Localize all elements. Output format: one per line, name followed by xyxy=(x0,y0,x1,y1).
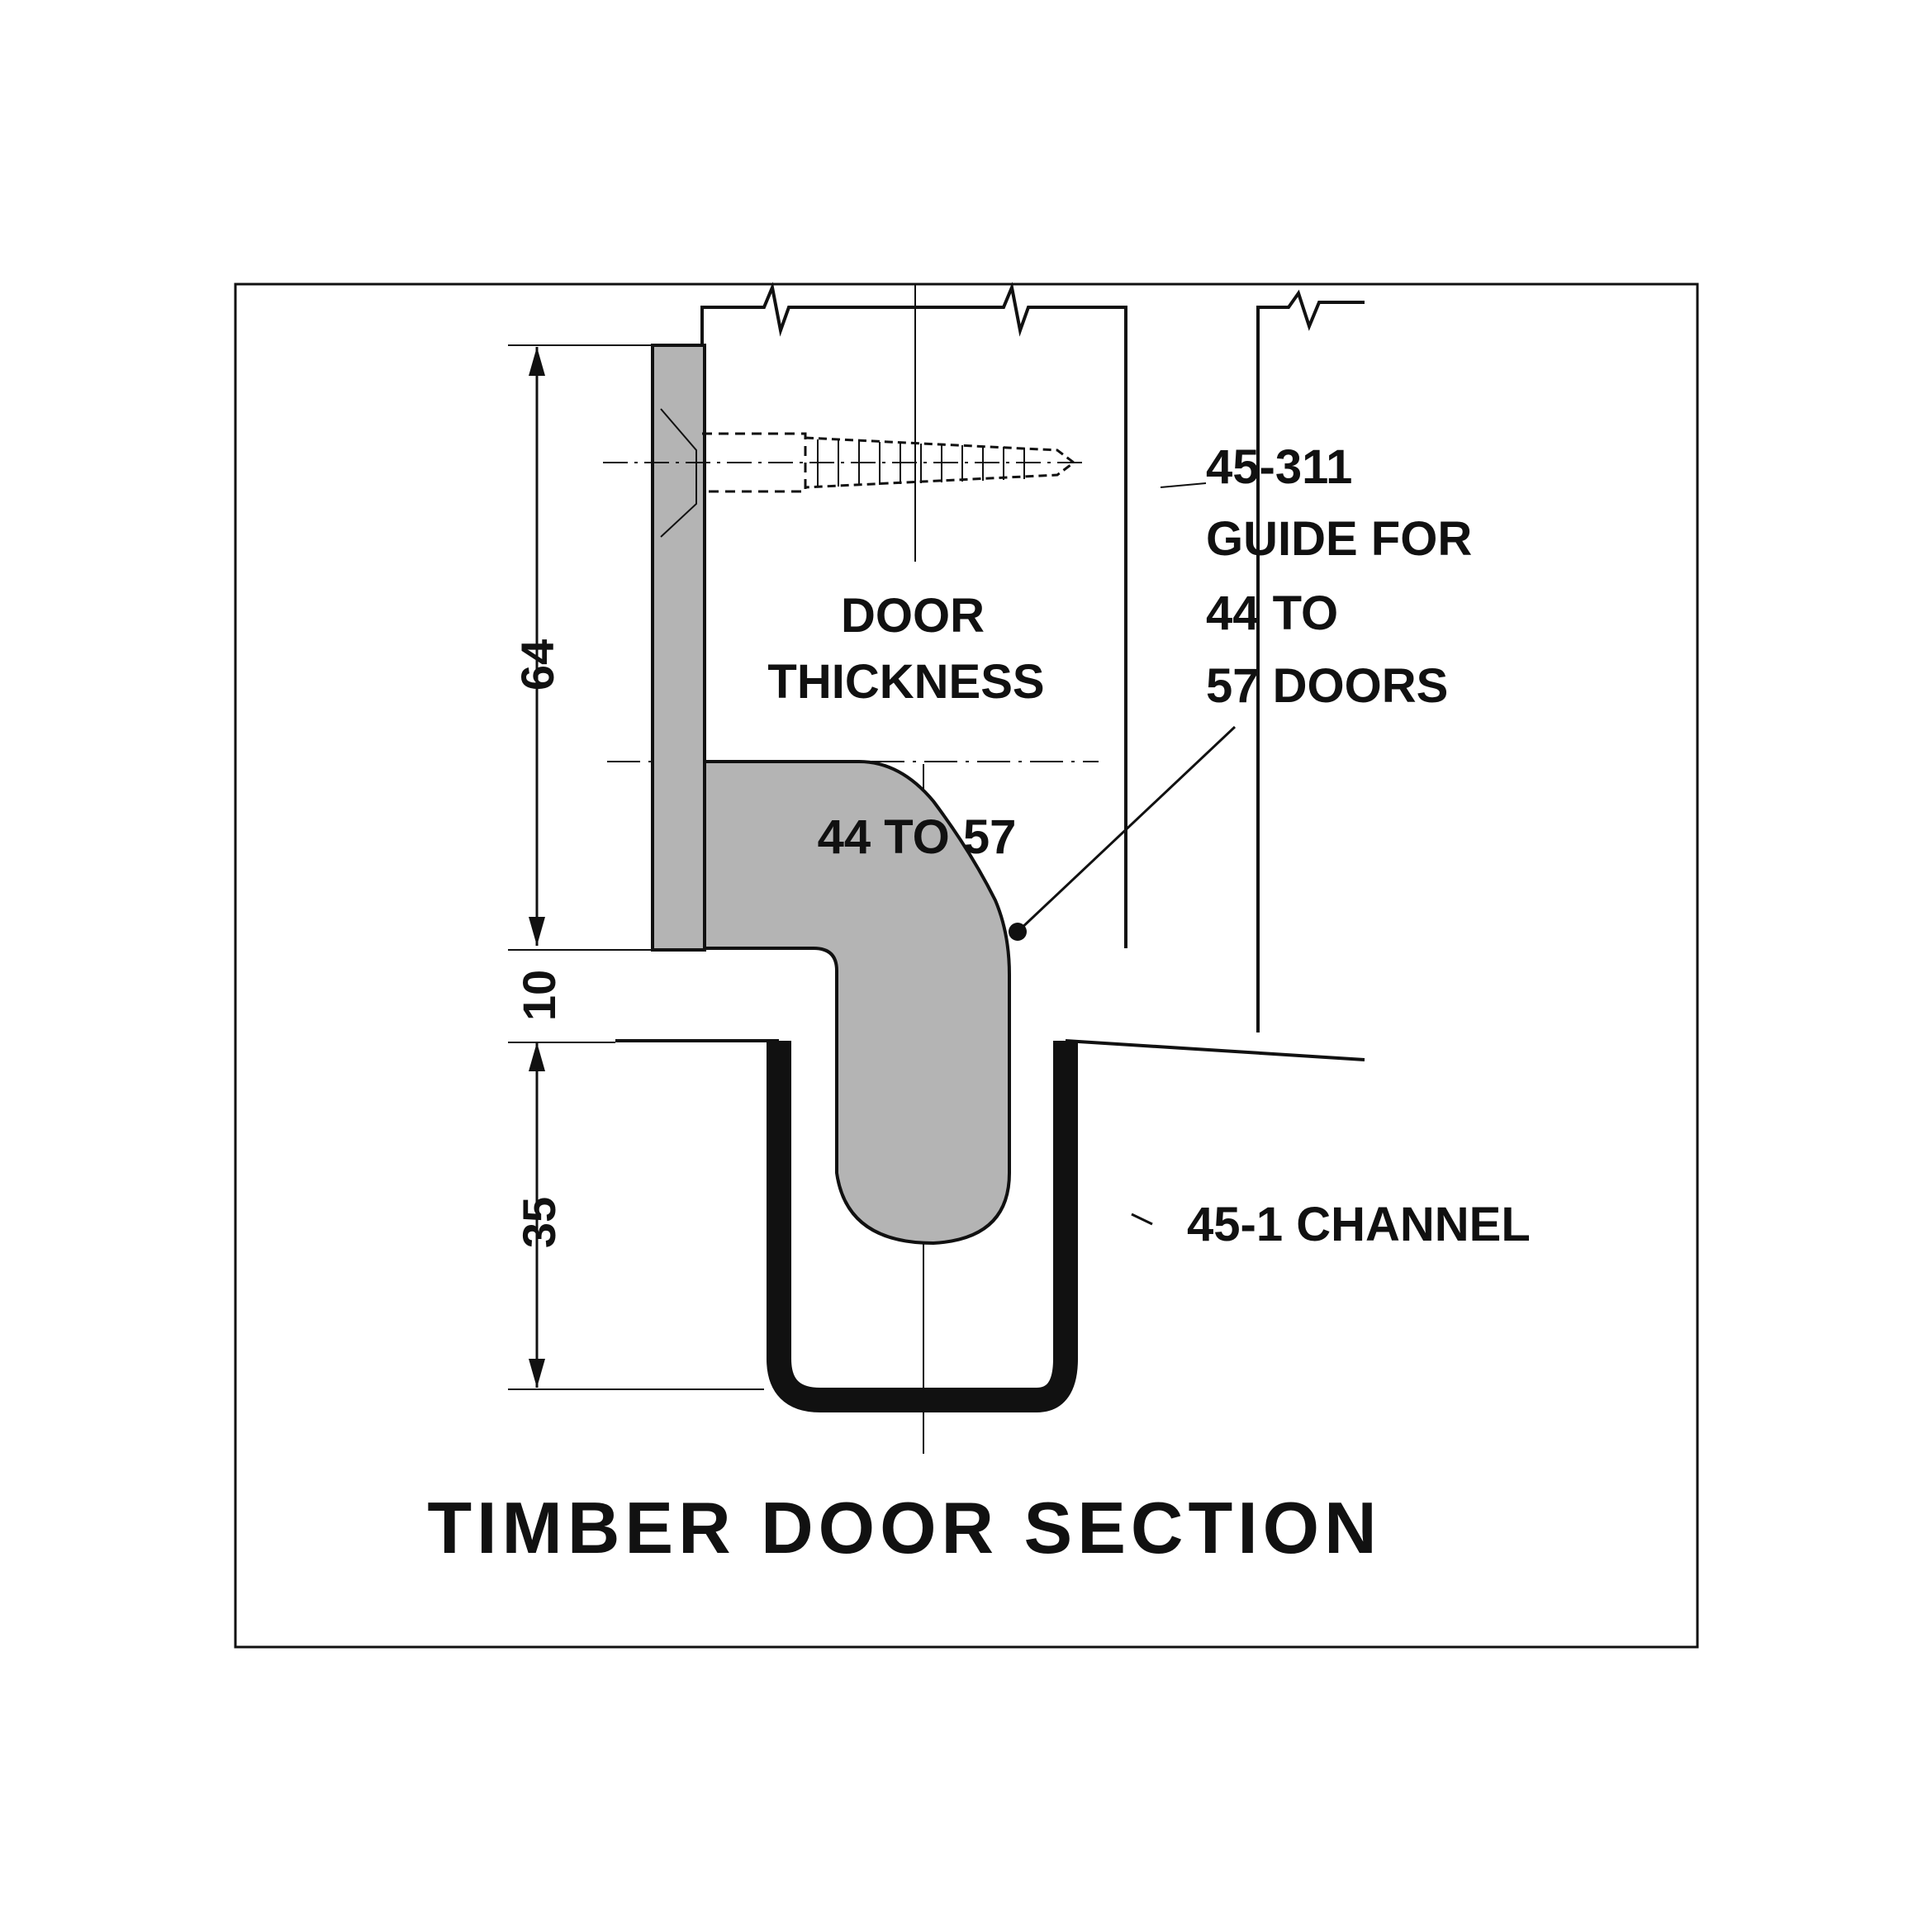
diagram-title: TIMBER DOOR SECTION xyxy=(427,1487,1381,1569)
guide-label-line1: 45-311 xyxy=(1206,440,1352,494)
channel-leader-line xyxy=(1131,1213,1153,1226)
guide-leader-top xyxy=(1160,482,1207,488)
floor-line-right xyxy=(1065,1039,1365,1061)
guide-label-line2: GUIDE FOR xyxy=(1206,512,1472,566)
dimension-35 xyxy=(508,1042,764,1390)
dimension-10-label: 10 xyxy=(513,970,565,1021)
dimension-35-label: 35 xyxy=(513,1197,565,1248)
guide-side-plate xyxy=(651,344,706,952)
channel-label: 45-1 CHANNEL xyxy=(1187,1198,1531,1251)
door-outline xyxy=(700,282,1127,948)
dimension-64 xyxy=(508,344,653,946)
dimension-64-label: 64 xyxy=(511,639,563,691)
guide-body xyxy=(703,760,1011,1246)
channel xyxy=(767,1041,1078,1412)
guide-label-line4: 57 DOORS xyxy=(1206,659,1448,713)
door-label-line1: DOOR xyxy=(841,589,985,643)
door-label-line2: THICKNESS xyxy=(767,655,1044,709)
screw-head xyxy=(660,408,697,538)
guide-label-line3: 44 TO xyxy=(1206,586,1338,640)
diagram-frame xyxy=(234,282,1699,1649)
jamb-line xyxy=(1256,289,1365,1032)
guide-leader-line xyxy=(1016,725,1237,933)
screw xyxy=(603,432,1082,493)
thickness-range-label: 44 TO 57 xyxy=(818,810,1017,864)
